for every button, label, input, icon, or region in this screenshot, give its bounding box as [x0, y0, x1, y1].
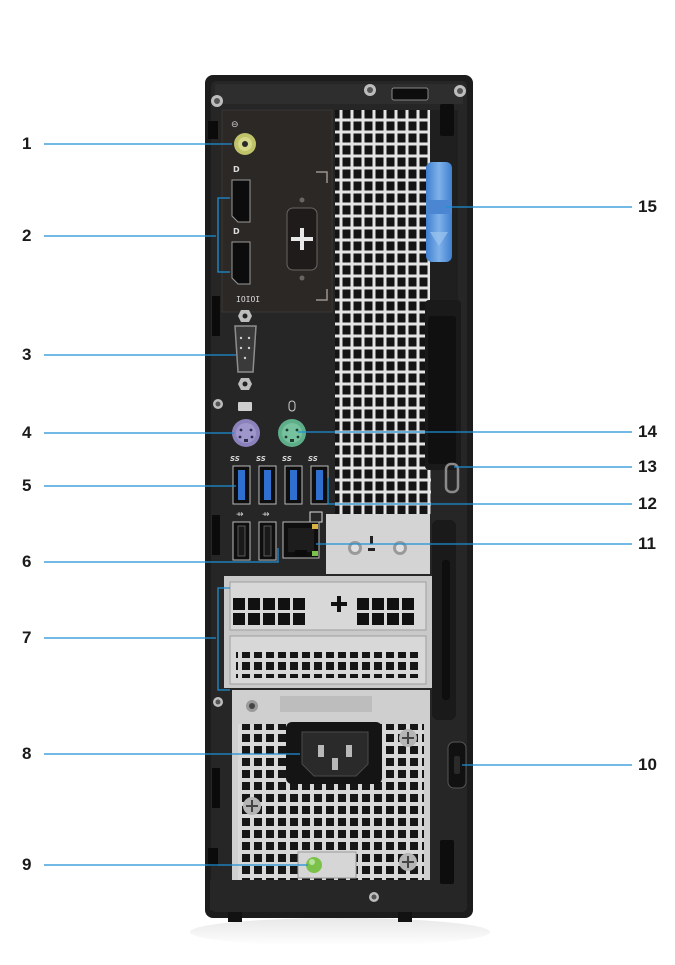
chassis-vent-grill	[335, 110, 458, 514]
callout-number-14: 14	[638, 422, 657, 441]
ps2-keyboard-port[interactable]	[232, 402, 260, 447]
expansion-card-slots[interactable]	[224, 576, 432, 688]
ps2-mouse-port[interactable]	[278, 400, 306, 447]
svg-text:⇸: ⇸	[262, 510, 270, 520]
usb2-ports[interactable]: ⇸ ⇸	[232, 510, 277, 561]
leader-bracket-7	[217, 587, 230, 691]
callout-number-10: 10	[638, 755, 657, 774]
callout-number-1: 1	[22, 134, 32, 153]
right-side-panel	[425, 104, 461, 884]
padlock-ring[interactable]	[444, 462, 460, 494]
svg-text:⇸: ⇸	[236, 510, 244, 520]
usb3-label-4: SS	[308, 455, 318, 463]
usb3-label-3: SS	[282, 455, 292, 463]
callout-number-3: 3	[22, 345, 32, 364]
kensington-security-slot[interactable]	[447, 741, 467, 789]
leader-bracket-2	[217, 197, 230, 273]
callout-number-2: 2	[22, 226, 32, 245]
release-latch[interactable]	[426, 162, 452, 262]
callout-leader-lines	[44, 143, 632, 866]
audio-line-out-port[interactable]: ⊖	[231, 120, 256, 155]
usb3-label-2: SS	[256, 455, 266, 463]
callout-number-5: 5	[22, 476, 32, 495]
display-port-label-top: D	[233, 165, 240, 174]
rj45-network-port[interactable]	[282, 511, 323, 559]
serial-port[interactable]: IOIOI	[234, 295, 260, 390]
display-ports[interactable]: D D	[231, 165, 251, 285]
svg-text:⊖: ⊖	[231, 120, 239, 130]
power-connector-port[interactable]	[286, 722, 382, 784]
leader-line-6	[44, 548, 279, 563]
usb3-ports[interactable]: SS SS SS SS	[230, 455, 329, 505]
callout-number-13: 13	[638, 457, 657, 476]
callout-number-4: 4	[22, 423, 32, 442]
callout-number-6: 6	[22, 552, 32, 571]
floor-shadow	[190, 918, 490, 946]
callout-number-9: 9	[22, 855, 32, 874]
callout-number-12: 12	[638, 494, 657, 513]
display-port-label-bottom: D	[233, 227, 240, 236]
leader-line-12	[327, 478, 632, 505]
middle-plate	[326, 514, 430, 574]
callout-number-7: 7	[22, 628, 32, 647]
serial-port-label: IOIOI	[236, 295, 260, 304]
callout-number-8: 8	[22, 744, 32, 763]
callout-number-11: 11	[638, 534, 656, 553]
callout-number-15: 15	[638, 197, 657, 216]
usb3-label-1: SS	[230, 455, 240, 463]
